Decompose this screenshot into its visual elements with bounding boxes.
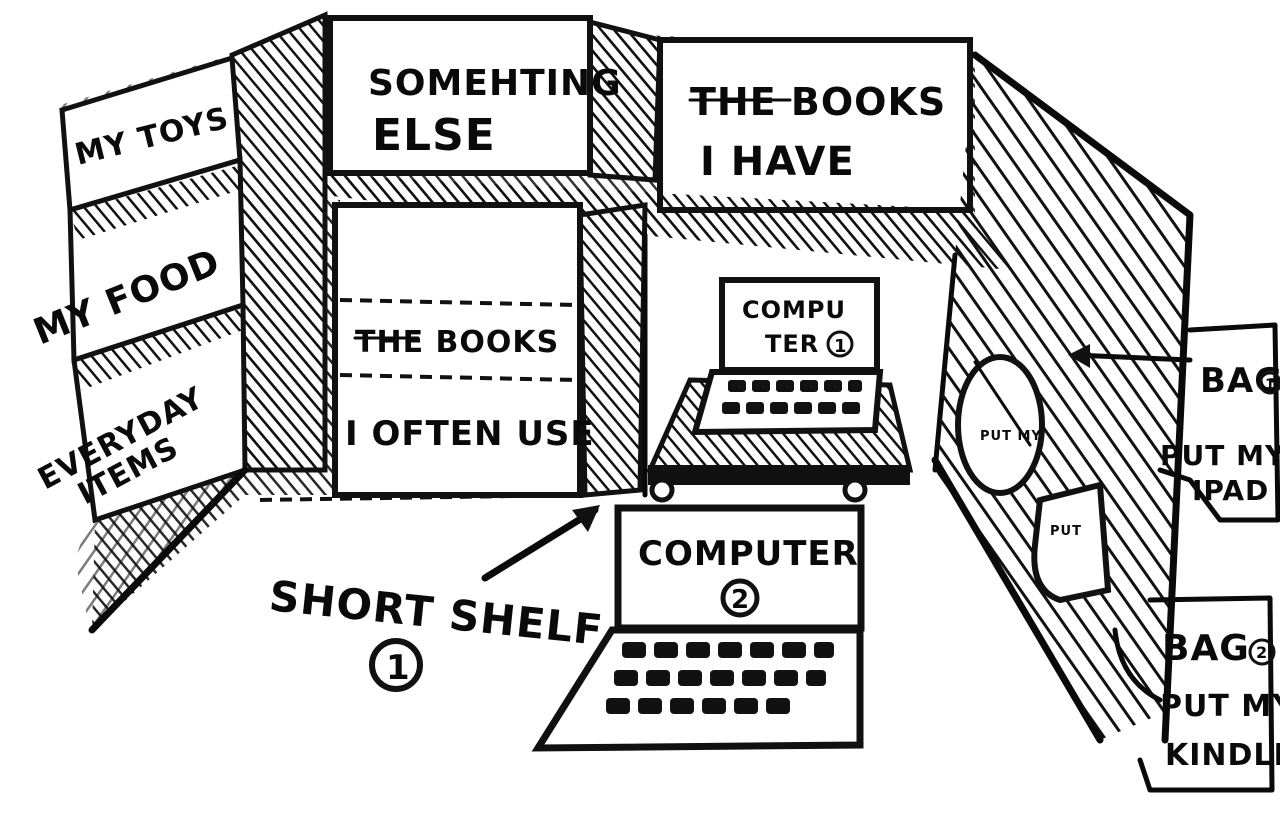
top-divider (587, 18, 663, 183)
left-shelf-unit (59, 11, 328, 634)
bag-2-shape: PUT (1031, 481, 1112, 604)
label-bag-1-line1: PUT MY (1160, 439, 1280, 472)
label-computer-2-number: 2 (731, 585, 750, 615)
label-bag-1-line2: IPAD (1192, 474, 1269, 507)
computer-2-screen (614, 504, 865, 632)
label-computer-1-line1: COMPU (742, 296, 846, 324)
computer-2-keys (606, 642, 834, 714)
label-bag-1-number: 1 (1265, 377, 1276, 393)
computer-1-keys (722, 380, 862, 414)
label-bag-2-number: 2 (1256, 643, 1268, 662)
label-computer-2: COMPUTER (638, 534, 859, 574)
bag-1-shape: PUT MY (955, 354, 1045, 496)
label-computer-1-line2: TER (765, 330, 819, 358)
bag-1-callout (1068, 322, 1280, 523)
top-shelf-row (325, 15, 1010, 270)
label-bag-2-line2: KINDLE (1165, 738, 1280, 773)
middle-divider (577, 202, 648, 498)
label-bag-2-line1: PUT MY (1160, 689, 1280, 724)
top-shelf-underside (325, 175, 1010, 270)
computer-2-keyboard (531, 626, 864, 752)
label-books-often-line2: I OFTEN USE (345, 414, 595, 454)
label-books-often-line1: THE BOOKS (355, 325, 559, 360)
middle-shelf (245, 195, 958, 502)
bag-2-callout (1112, 595, 1275, 793)
label-books-i-have-line1: THE BOOKS (690, 80, 946, 124)
short-shelf-arrow (481, 505, 600, 582)
label-bag-1-title: BAG (1200, 361, 1280, 401)
svg-text:PUT: PUT (1050, 524, 1082, 539)
computer-1 (646, 277, 914, 503)
label-short-shelf: SHORT SHELF (267, 571, 606, 655)
label-books-i-have-line2: I HAVE (700, 139, 855, 185)
label-short-shelf-number: 1 (386, 648, 411, 688)
label-something-else-line2: ELSE (372, 110, 496, 161)
computer-2 (531, 504, 865, 752)
right-wall (931, 51, 1194, 744)
label-computer-1-number: 1 (834, 336, 848, 357)
books-often-use-box (332, 202, 583, 498)
svg-text:PUT MY: PUT MY (980, 429, 1042, 444)
label-something-else-line1: SOMEHTING (368, 63, 622, 104)
books-i-have-box (657, 37, 973, 213)
label-bag-2-title: BAG (1162, 628, 1250, 669)
